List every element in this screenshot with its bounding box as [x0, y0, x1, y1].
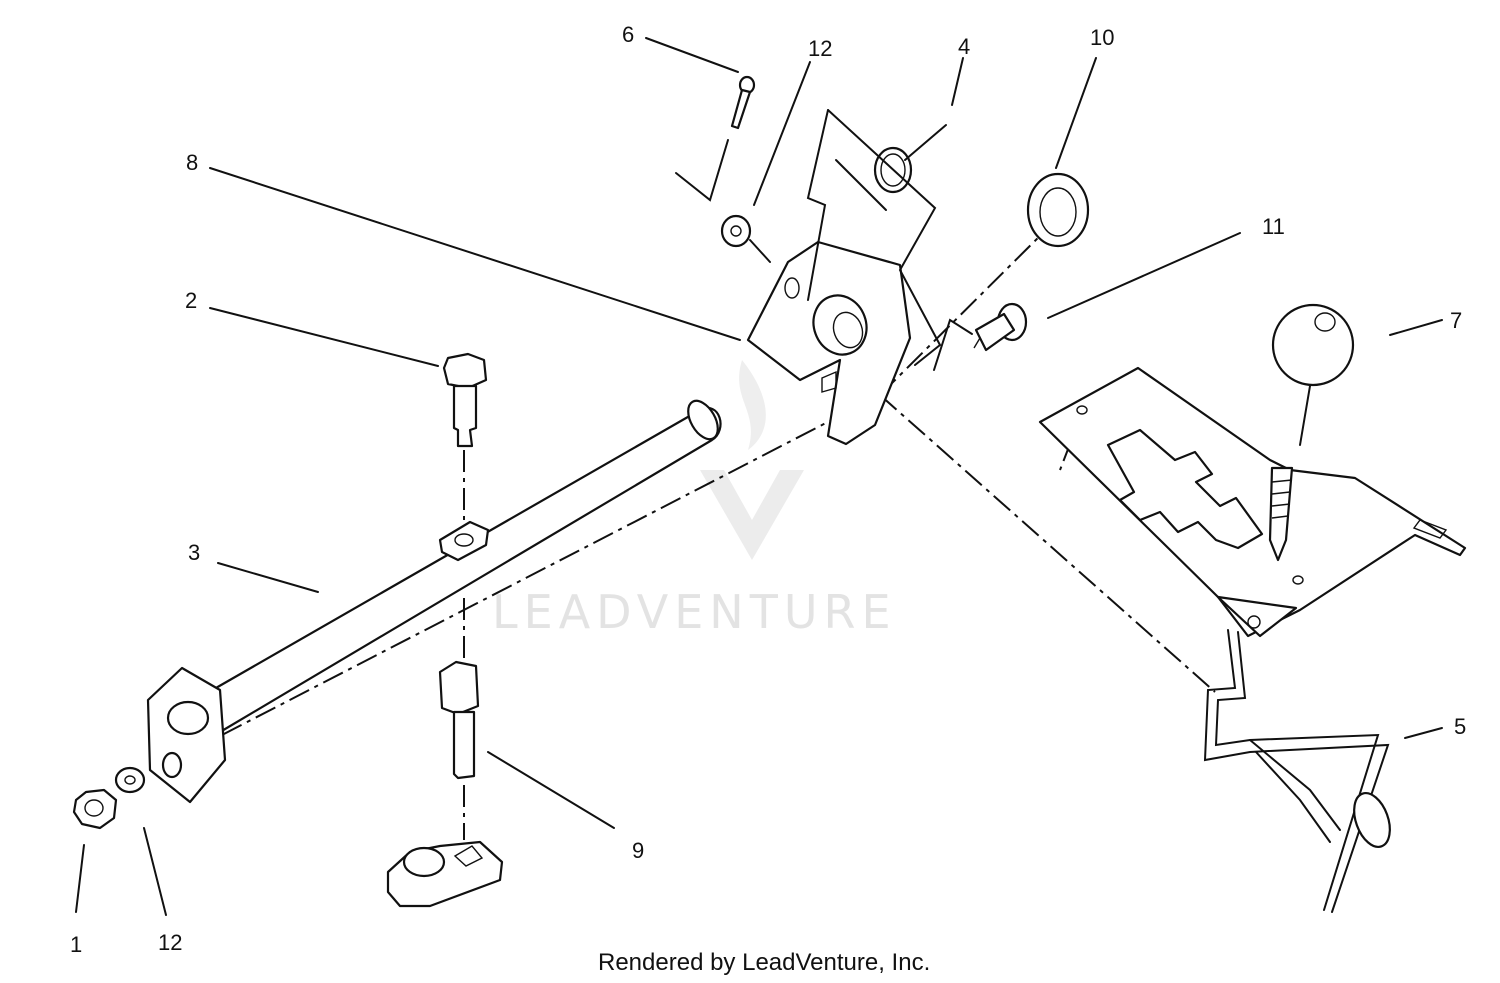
pivot-bracket [746, 240, 912, 446]
callout-6: 6 [622, 22, 634, 47]
shift-gate-plate [1038, 366, 1467, 638]
spacer-swivel [386, 660, 504, 908]
callout-12-washer: 12 [158, 930, 182, 955]
callout-2: 2 [185, 288, 197, 313]
hex-bolt [442, 352, 488, 448]
watermark-text: LEADVENTURE [492, 585, 897, 639]
leader-lines [75, 37, 1443, 916]
shift-lever [1203, 466, 1391, 913]
clevis-pin [675, 75, 756, 202]
watermark-logo [700, 470, 804, 560]
callout-10: 10 [1090, 25, 1114, 50]
callout-7: 7 [1450, 308, 1462, 333]
lock-nut [72, 788, 118, 830]
callouts: 1 12 3 2 8 6 12 4 10 11 7 5 9 [70, 22, 1466, 957]
washer-upper [720, 214, 771, 263]
callout-8: 8 [186, 150, 198, 175]
center-lines [221, 207, 1241, 840]
torsion-spring [806, 109, 947, 366]
carriage-bolt [933, 302, 1028, 371]
callout-3: 3 [188, 540, 200, 565]
callout-12-upper: 12 [808, 36, 832, 61]
washer-left [114, 766, 146, 794]
flat-washer [1026, 172, 1090, 248]
callout-9: 9 [632, 838, 644, 863]
callout-5: 5 [1454, 714, 1466, 739]
watermark: LEADVENTURE [492, 360, 897, 639]
callout-1: 1 [70, 932, 82, 957]
watermark-flame [739, 360, 766, 450]
shift-rod-tube [146, 399, 722, 804]
callout-4: 4 [958, 34, 970, 59]
callout-11: 11 [1262, 214, 1285, 239]
rendered-by-footer: Rendered by LeadVenture, Inc. [598, 949, 930, 976]
shift-knob [1271, 303, 1355, 446]
